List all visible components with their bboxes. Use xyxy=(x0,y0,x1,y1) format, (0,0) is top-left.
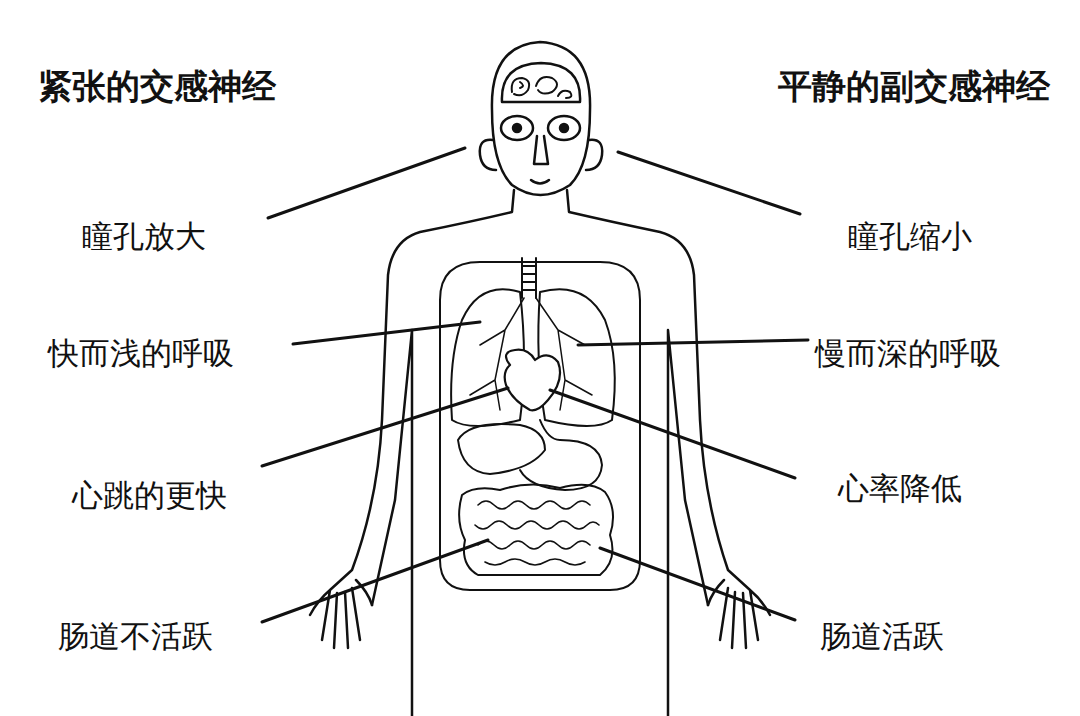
left-arm-inner xyxy=(372,330,412,716)
right-ear xyxy=(586,140,602,170)
leader-line xyxy=(600,548,795,620)
callout-label: 慢而深的呼吸 xyxy=(815,335,1001,372)
right-pupil xyxy=(560,124,568,132)
leader-line xyxy=(268,148,465,218)
leader-line xyxy=(293,322,480,344)
leader-lines xyxy=(262,148,808,622)
trachea xyxy=(522,258,536,298)
callout-label: 快而浅的呼吸 xyxy=(48,335,234,372)
leader-line xyxy=(550,390,795,478)
brain-outline xyxy=(502,63,580,102)
liver xyxy=(458,424,545,474)
heart xyxy=(505,350,560,411)
callout-label: 瞳孔放大 xyxy=(82,218,206,255)
callout-label: 心率降低 xyxy=(838,470,962,507)
callout-label: 心跳的更快 xyxy=(72,477,227,514)
human-figure xyxy=(310,42,770,716)
head-outline xyxy=(492,42,590,195)
callout-label: 肠道不活跃 xyxy=(58,618,213,655)
right-eye xyxy=(548,116,580,140)
section-heading: 紧张的交感神经 xyxy=(38,66,276,107)
left-eye xyxy=(501,116,533,140)
mouth xyxy=(531,180,549,184)
small-intestine xyxy=(475,501,599,565)
stomach xyxy=(520,420,602,490)
torso-cavity xyxy=(440,262,640,590)
brain-folds xyxy=(512,77,572,98)
left-ear xyxy=(480,140,496,170)
leader-line xyxy=(618,152,800,214)
section-heading: 平静的副交感神经 xyxy=(778,66,1050,107)
callout-label: 肠道活跃 xyxy=(820,618,944,655)
left-pupil xyxy=(513,124,521,132)
nose xyxy=(534,136,548,164)
leader-line xyxy=(262,388,508,466)
leader-line xyxy=(262,540,488,622)
large-intestine xyxy=(459,484,613,575)
callout-label: 瞳孔缩小 xyxy=(848,218,972,255)
right-arm-inner xyxy=(668,330,708,716)
leader-line xyxy=(578,340,808,345)
